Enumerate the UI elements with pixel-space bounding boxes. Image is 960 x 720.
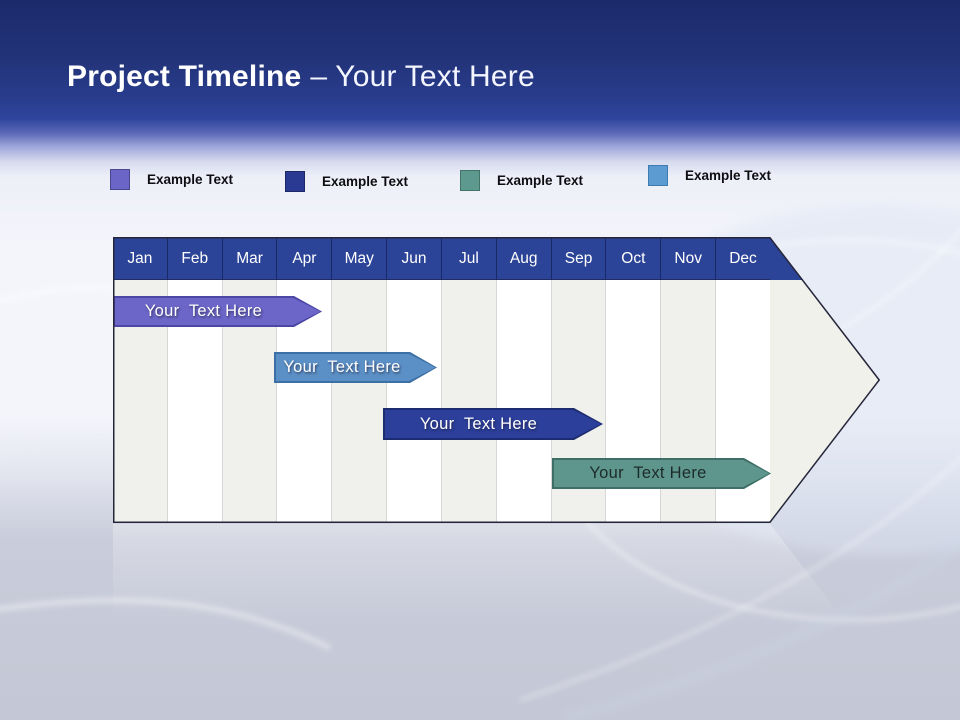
slide-title: Project Timeline– Your Text Here (67, 60, 535, 94)
legend-item-2: Example Text (285, 171, 408, 192)
legend-swatch-1 (110, 169, 130, 190)
timeline-bar-fill: Your Text Here (115, 298, 321, 326)
timeline-bar-label: Your Text Here (589, 464, 707, 482)
legend-swatch-2 (285, 171, 305, 192)
timeline-bar-fill: Your Text Here (276, 354, 436, 382)
title-secondary: – Your Text Here (310, 60, 535, 93)
timeline-bar-label: Your Text Here (283, 358, 401, 376)
timeline-bar-3: Your Text Here (383, 408, 603, 440)
timeline-bar-2: Your Text Here (274, 352, 437, 383)
legend-item-1: Example Text (110, 169, 233, 190)
timeline-bar-1: Your Text Here (113, 296, 322, 327)
timeline-bar-label: Your Text Here (419, 414, 538, 433)
legend-swatch-3 (460, 170, 480, 191)
legend-item-3: Example Text (460, 170, 583, 191)
timeline-bar-label: Your Text Here (144, 302, 263, 320)
timeline-bar-fill: Your Text Here (385, 410, 602, 439)
legend-label: Example Text (685, 168, 772, 183)
timeline-bar-fill: Your Text Here (554, 460, 770, 488)
table-reflection (113, 524, 844, 620)
legend-label: Example Text (497, 173, 584, 188)
title-primary: Project Timeline (67, 60, 302, 93)
legend-label: Example Text (322, 174, 409, 189)
legend-item-4: Example Text (648, 165, 771, 186)
legend-label: Example Text (147, 172, 234, 187)
timeline-bar-4: Your Text Here (552, 458, 771, 489)
legend-swatch-4 (648, 165, 668, 186)
